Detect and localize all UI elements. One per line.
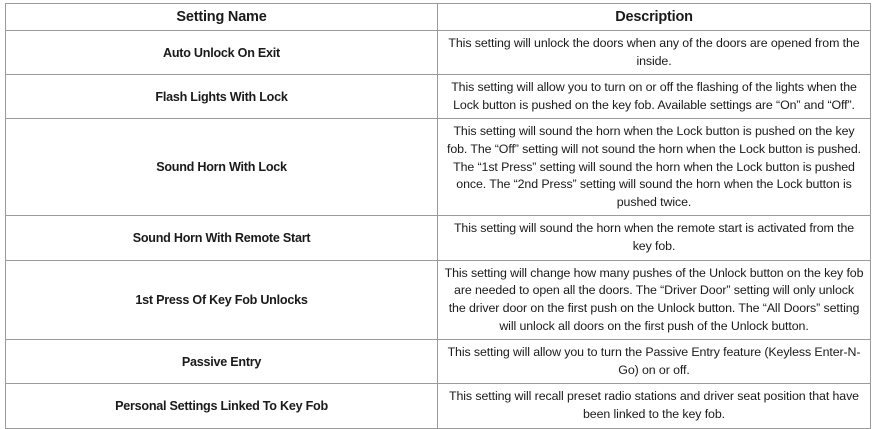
setting-name-cell: Personal Settings Linked To Key Fob bbox=[5, 383, 438, 429]
setting-name-cell: Passive Entry bbox=[5, 339, 438, 385]
table-row: Flash Lights With Lock This setting will… bbox=[5, 74, 871, 120]
setting-description-cell: This setting will sound the horn when th… bbox=[437, 118, 871, 217]
setting-name-cell: 1st Press Of Key Fob Unlocks bbox=[5, 259, 438, 341]
column-header-setting-name: Setting Name bbox=[5, 3, 438, 31]
column-header-description: Description bbox=[437, 3, 871, 31]
setting-description-cell: This setting will allow you to turn the … bbox=[437, 339, 871, 385]
vehicle-settings-table: Setting Name Description Auto Unlock On … bbox=[5, 3, 871, 429]
table-row: Sound Horn With Remote Start This settin… bbox=[5, 215, 871, 261]
setting-name-cell: Flash Lights With Lock bbox=[5, 74, 438, 120]
setting-description-cell: This setting will sound the horn when th… bbox=[437, 215, 871, 261]
setting-description-cell: This setting will change how many pushes… bbox=[437, 259, 871, 341]
setting-name-cell: Auto Unlock On Exit bbox=[5, 29, 438, 76]
setting-description-cell: This setting will recall preset radio st… bbox=[437, 383, 871, 429]
setting-name-cell: Sound Horn With Lock bbox=[5, 118, 438, 217]
table-header-row: Setting Name Description bbox=[5, 3, 871, 31]
setting-description-cell: This setting will allow you to turn on o… bbox=[437, 74, 871, 120]
table-row: Auto Unlock On Exit This setting will un… bbox=[5, 29, 871, 76]
table-header: Setting Name Description bbox=[5, 3, 871, 31]
table-row: Sound Horn With Lock This setting will s… bbox=[5, 118, 871, 217]
setting-description-cell: This setting will unlock the doors when … bbox=[437, 29, 871, 76]
table-row: Passive Entry This setting will allow yo… bbox=[5, 339, 871, 385]
setting-name-cell: Sound Horn With Remote Start bbox=[5, 215, 438, 261]
table-row: 1st Press Of Key Fob Unlocks This settin… bbox=[5, 259, 871, 341]
table-body: Auto Unlock On Exit This setting will un… bbox=[5, 29, 871, 429]
table-row: Personal Settings Linked To Key Fob This… bbox=[5, 383, 871, 429]
